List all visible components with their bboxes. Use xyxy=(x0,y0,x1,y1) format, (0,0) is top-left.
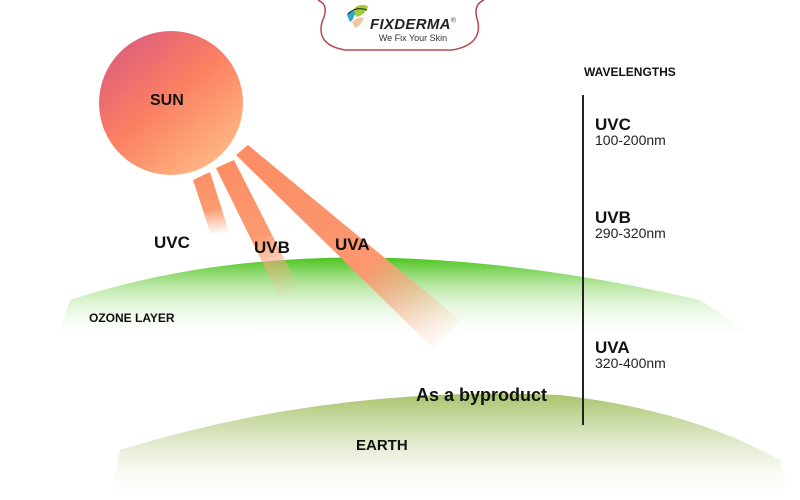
wavelength-item-uva: UVA 320-400nm xyxy=(595,339,666,371)
sun-label: SUN xyxy=(150,92,184,109)
uvb-ray-label: UVB xyxy=(254,238,290,257)
uva-ray-label: UVA xyxy=(335,235,370,254)
wavelength-name: UVA xyxy=(595,338,630,357)
sun-shape xyxy=(99,31,243,175)
wavelength-range: 320-400nm xyxy=(595,355,666,371)
wavelength-item-uvc: UVC 100-200nm xyxy=(595,116,666,148)
wavelength-item-uvb: UVB 290-320nm xyxy=(595,209,666,241)
uva-ray xyxy=(236,145,460,350)
byproduct-label: As a byproduct xyxy=(416,385,548,405)
wavelength-range: 100-200nm xyxy=(595,132,666,148)
logo-registered: ® xyxy=(450,17,456,25)
logo-tagline: We Fix Your Skin xyxy=(378,33,448,43)
wavelength-name: UVB xyxy=(595,208,631,227)
uvb-ray xyxy=(216,160,300,298)
logo-frame xyxy=(317,0,485,51)
uvc-ray-label: UVC xyxy=(154,233,190,252)
uvc-ray xyxy=(193,172,230,238)
wavelength-range: 290-320nm xyxy=(595,225,666,241)
logo-brand: FIXDERMA xyxy=(370,16,451,33)
earth-shape xyxy=(110,393,790,500)
logo: FIXDERMA® We Fix Your Skin xyxy=(358,16,468,43)
ozone-layer-label: OZONE LAYER xyxy=(89,311,175,325)
earth-label: EARTH xyxy=(356,437,408,454)
wavelength-name: UVC xyxy=(595,115,631,134)
wavelengths-title: WAVELENGTHS xyxy=(584,65,676,79)
